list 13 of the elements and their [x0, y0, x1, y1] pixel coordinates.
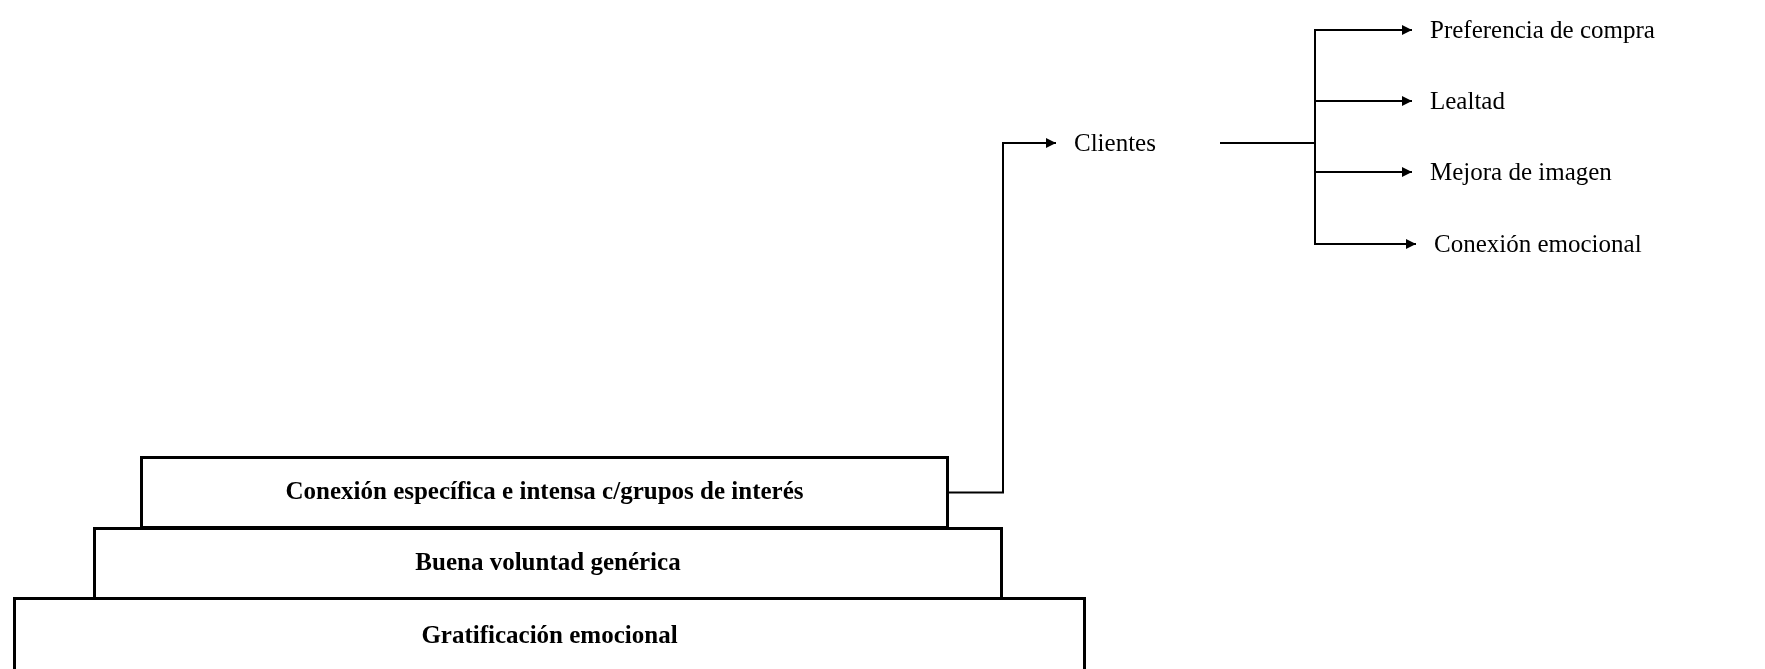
node-label: Conexión emocional: [1434, 230, 1642, 258]
step-label: Buena voluntad genérica: [415, 547, 681, 576]
step-box: [13, 597, 1086, 669]
step-box: [93, 527, 1003, 600]
node-label: Mejora de imagen: [1430, 158, 1612, 186]
connector-arrow: [948, 138, 1057, 494]
step-label: Gratificación emocional: [421, 621, 678, 649]
node-label: Preferencia de compra: [1430, 16, 1655, 44]
step-label: Conexión específica e intensa c/grupos de interés: [285, 476, 804, 505]
step-box: [140, 456, 949, 529]
node-label: Lealtad: [1430, 87, 1505, 115]
connector-arrow: [1219, 142, 1417, 249]
node-label: Clientes: [1074, 129, 1156, 157]
